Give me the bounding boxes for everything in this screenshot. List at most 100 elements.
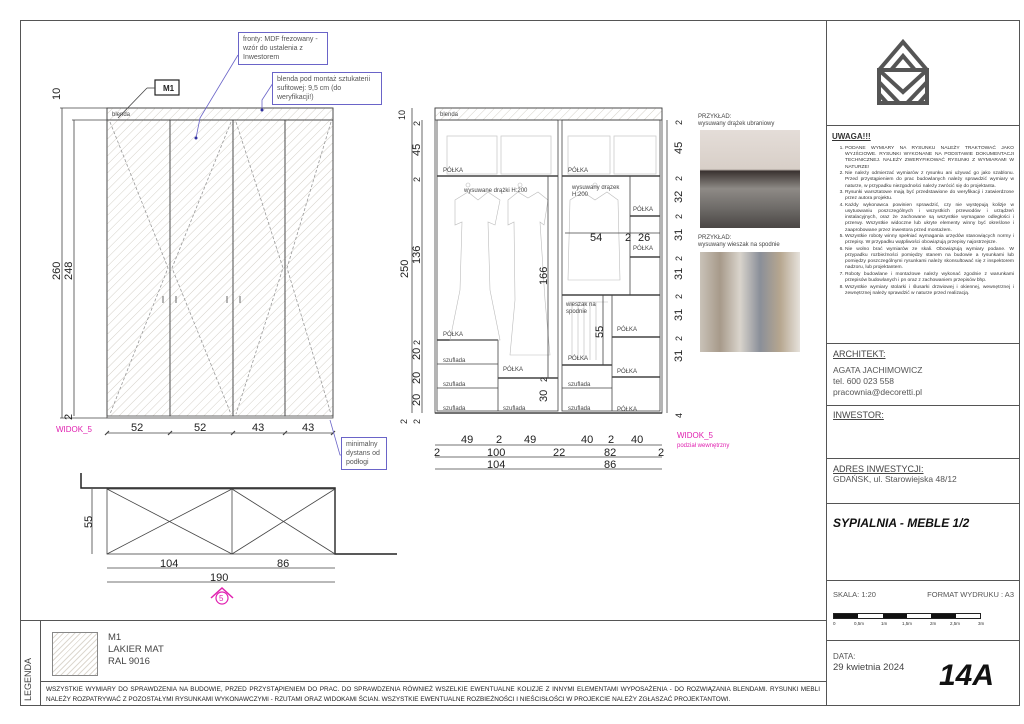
blenda-label: blenda: [112, 112, 131, 118]
svg-text:2: 2: [434, 447, 440, 459]
date-section: DATA: 29 kwietnia 2024 14A: [827, 641, 1020, 707]
svg-text:10: 10: [397, 110, 407, 120]
svg-text:49: 49: [524, 434, 536, 446]
example-2-caption: PRZYKŁAD:wysuwany wieszak na spodnie: [698, 235, 780, 248]
architect-phone: tel. 600 023 558: [833, 376, 894, 386]
dim-door-1: 52: [131, 422, 143, 434]
clothes-sketch: [449, 182, 621, 360]
interior-bottom-dims: 49 2 49 40 2 40 2 100 22 82 2 104 86: [434, 434, 664, 471]
door-panels: [106, 119, 334, 417]
architect-section: ARCHITEKT: AGATA JACHIMOWICZ tel. 600 02…: [827, 344, 1020, 406]
dim-total-height: 260: [51, 262, 63, 280]
svg-text:136: 136: [411, 246, 423, 264]
front-elevation: [60, 54, 345, 456]
svg-text:20: 20: [411, 372, 423, 384]
scale-bar: [833, 613, 981, 619]
blenda-strip: [106, 107, 334, 121]
date: 29 kwietnia 2024: [833, 662, 905, 673]
svg-text:2: 2: [674, 256, 684, 261]
svg-text:86: 86: [604, 459, 616, 471]
svg-text:20: 20: [411, 394, 423, 406]
interior-blenda-label: blenda: [440, 112, 459, 118]
warnings-section: UWAGA!!! PODANE WYMIARY NA RYSUNKU NALEŻ…: [827, 126, 1020, 344]
section-marker: 5: [210, 586, 234, 605]
drawer-label: szuflada: [568, 406, 591, 412]
scale-section: SKALA: 1:20 FORMAT WYDRUKU : A3 0 0,5m 1…: [827, 581, 1020, 641]
svg-text:2: 2: [412, 340, 422, 345]
architect-email: pracownia@decoretti.pl: [833, 387, 922, 397]
note-blenda: blenda pod montaż sztukaterii sufitowej:…: [272, 72, 382, 105]
drawing-frame: [20, 20, 1020, 706]
svg-text:2: 2: [674, 294, 684, 299]
svg-text:2: 2: [625, 232, 631, 244]
legend-label: LEGENDA: [23, 657, 33, 701]
warning-notes: PODANE WYMIARY NA RYSUNKU NALEŻY TRAKTOW…: [832, 146, 1014, 297]
svg-text:2: 2: [412, 177, 422, 182]
architect-name: AGATA JACHIMOWICZ: [833, 365, 923, 375]
shelf-label: PÓŁKA: [568, 355, 588, 362]
svg-text:32: 32: [673, 191, 685, 203]
svg-text:2: 2: [399, 419, 409, 424]
svg-text:2: 2: [608, 434, 614, 446]
svg-text:100: 100: [487, 447, 505, 459]
note-floor-gap: minimalny dystans od podłogi: [341, 437, 387, 470]
example-photo-trouser-rack: [700, 252, 800, 352]
shelf-label: PÓŁKA: [503, 366, 523, 373]
svg-text:40: 40: [631, 434, 643, 446]
dim-blenda-height: 10: [51, 88, 63, 100]
drawer-label: szuflada: [503, 406, 526, 412]
svg-text:31: 31: [673, 229, 685, 241]
svg-text:55: 55: [594, 326, 606, 338]
example-1-caption: PRZYKŁAD:wysuwany drążek ubraniowy: [698, 114, 775, 127]
dim-plan-total: 190: [210, 572, 228, 584]
svg-text:54: 54: [590, 232, 602, 244]
drawer-label: szuflada: [443, 358, 466, 364]
svg-text:82: 82: [604, 447, 616, 459]
svg-text:45: 45: [673, 142, 685, 154]
svg-text:31: 31: [673, 350, 685, 362]
interior-view-sublabel: podział wewnętrzny: [677, 443, 729, 449]
svg-text:166: 166: [538, 267, 550, 285]
plan-view: [80, 473, 397, 583]
shelf-label: PÓŁKA: [617, 368, 637, 375]
dim-depth: 55: [83, 516, 95, 528]
shelf-label: PÓŁKA: [443, 331, 463, 338]
svg-text:2: 2: [496, 434, 502, 446]
interior-elevation: [411, 107, 668, 470]
section-marker-number: 5: [219, 594, 224, 603]
svg-text:2: 2: [658, 447, 664, 459]
address: GDAŃSK, ul. Starowiejska 48/12: [833, 474, 957, 484]
svg-text:250: 250: [399, 260, 411, 278]
scale-label: SKALA: 1:20: [833, 590, 876, 599]
svg-text:31: 31: [673, 309, 685, 321]
shelf-label: PÓŁKA: [617, 406, 637, 413]
svg-text:2: 2: [412, 121, 422, 126]
warning-title: UWAGA!!!: [832, 132, 871, 141]
dim-door-3: 43: [252, 422, 264, 434]
note-fronts: fronty: MDF frezowany -wzór do ustalenia…: [238, 32, 328, 65]
svg-text:2: 2: [674, 214, 684, 219]
title-block: UWAGA!!! PODANE WYMIARY NA RYSUNKU NALEŻ…: [826, 20, 1020, 706]
svg-text:4: 4: [674, 413, 684, 418]
svg-text:45: 45: [411, 144, 423, 156]
interior-left-dims: 10 2 45 2 136 250 2 20 20 20 2 2: [397, 110, 423, 424]
svg-text:30: 30: [538, 390, 550, 402]
dim-door-4: 43: [302, 422, 314, 434]
sheet-number: 14A: [938, 659, 994, 692]
view-label-widok5: WIDOK_5: [56, 425, 93, 434]
drawer-label: szuflada: [443, 382, 466, 388]
interior-right-dims: 2 45 2 32 2 31 2 31 2 31 2 31 4: [673, 120, 685, 418]
svg-text:22: 22: [553, 447, 565, 459]
svg-text:2: 2: [674, 120, 684, 125]
rails-left-label: wysuwane drążki H:200: [463, 188, 528, 194]
drawer-label: szuflada: [568, 382, 591, 388]
svg-text:26: 26: [638, 232, 650, 244]
sheet-title: SYPIALNIA - MEBLE 1/2: [833, 516, 970, 530]
shelf-label: PÓŁKA: [617, 326, 637, 333]
rail-right-label: wysuwany drążek H:200: [572, 185, 619, 198]
svg-text:2: 2: [412, 419, 422, 424]
svg-text:49: 49: [461, 434, 473, 446]
dim-plan-right: 86: [277, 558, 289, 570]
